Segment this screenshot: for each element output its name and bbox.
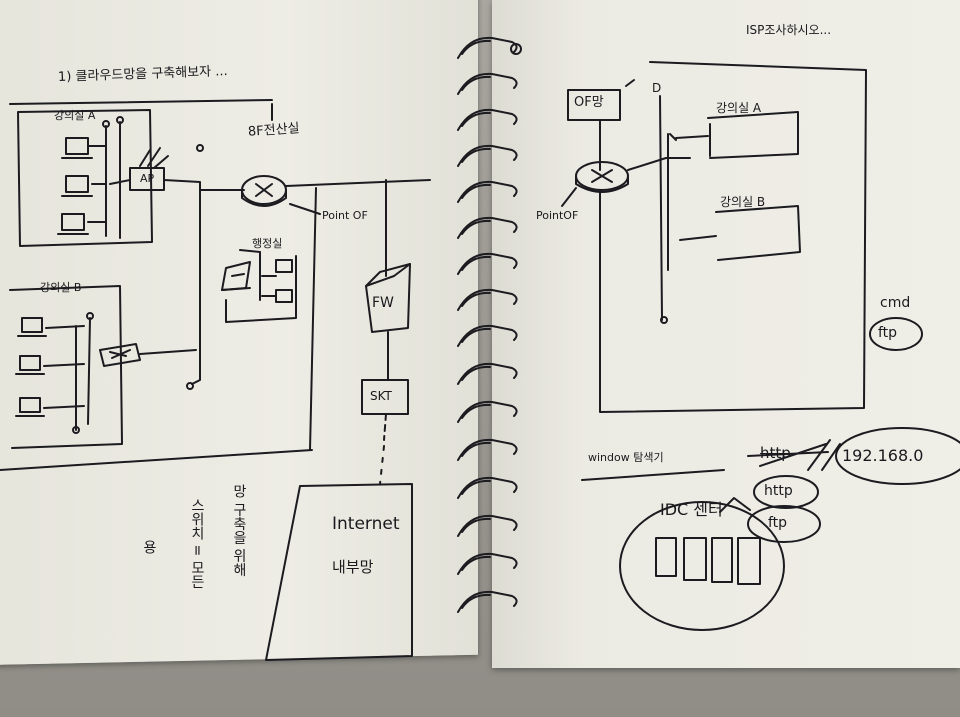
pc-icon	[20, 356, 40, 370]
router-mark-label: D	[652, 82, 661, 94]
pc-icon	[20, 398, 40, 412]
pc-icon	[22, 318, 42, 332]
spiral-binding	[458, 38, 521, 612]
of-net-label: OF망	[574, 96, 604, 109]
room-b-label: 강의실 B	[40, 282, 81, 293]
room-b-box	[10, 286, 122, 448]
ftp-label: ftp	[878, 326, 897, 340]
right-heading: ISP조사하시오...	[746, 24, 831, 36]
pc-icon	[66, 138, 88, 154]
room-b-box-right	[716, 206, 800, 260]
floor-room-label: 8F전산실	[248, 122, 300, 139]
ap-label: AP	[140, 173, 154, 184]
windows-note: window 탐색기	[588, 452, 664, 463]
http-label: http	[764, 484, 793, 498]
room-a-box-right	[708, 112, 798, 158]
right-room-a-label: 강의실 A	[716, 102, 761, 114]
server-box	[738, 538, 760, 584]
point-of-label: Point OF	[322, 210, 368, 221]
ip-text: 192.168.0	[842, 448, 923, 464]
idc-label: IDC 센터	[660, 502, 723, 518]
side-note-2: 스위치 = 모든	[190, 498, 204, 589]
cmd-label: cmd	[880, 296, 910, 310]
firewall-label: FW	[372, 296, 394, 310]
pc-icon	[66, 176, 88, 192]
server-box	[656, 538, 676, 576]
struck-text: http	[760, 446, 791, 461]
isp-label: SKT	[370, 390, 392, 402]
room-a-label: 강의실 A	[54, 110, 95, 121]
side-note-3: 용	[142, 540, 156, 554]
ftp-label-2: ftp	[768, 516, 787, 530]
pc-icon	[62, 214, 84, 230]
server-box	[684, 538, 706, 580]
server-box	[712, 538, 732, 582]
right-point-of-label: PointOF	[536, 210, 578, 221]
internet-sub-label: 내부망	[332, 560, 373, 575]
side-note-1: 망 구축을 위해	[232, 484, 246, 577]
admin-room-label: 행정실	[252, 238, 282, 249]
internet-label: Internet	[332, 516, 400, 533]
right-room-b-label: 강의실 B	[720, 196, 765, 208]
